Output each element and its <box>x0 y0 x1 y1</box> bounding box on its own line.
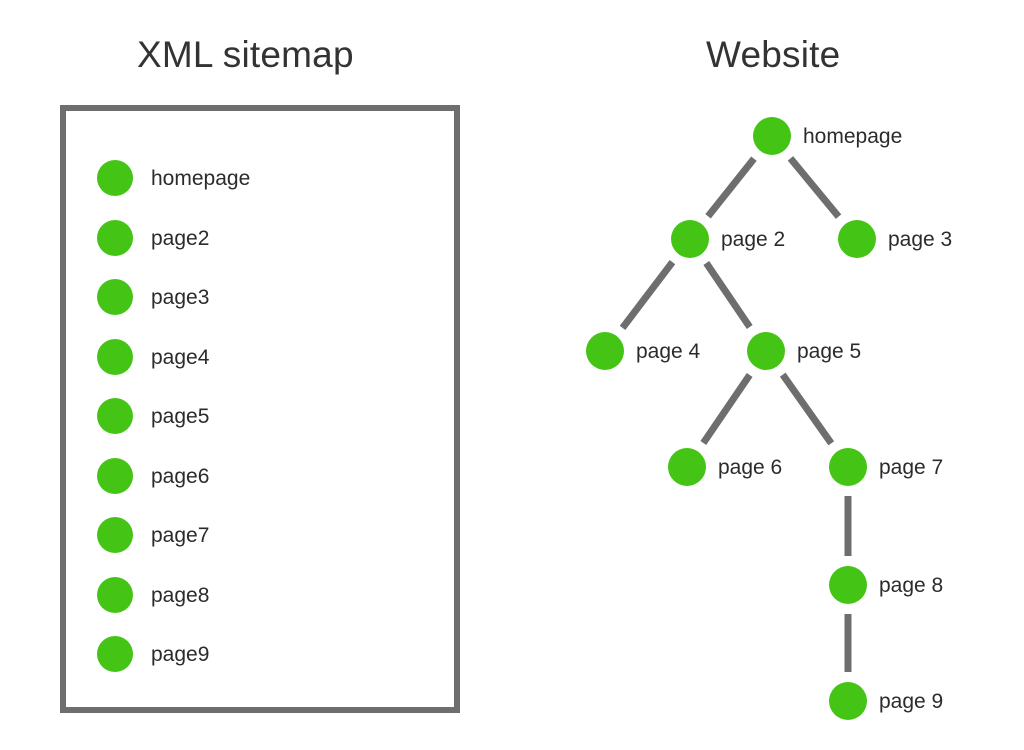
tree-node-label: page 8 <box>879 573 944 597</box>
list-item[interactable]: page7 <box>97 517 209 553</box>
green-dot-icon <box>97 636 133 672</box>
green-dot-icon <box>671 220 709 258</box>
list-item-label: page4 <box>151 345 210 369</box>
list-item-label: page5 <box>151 404 210 428</box>
tree-node-label: page 7 <box>879 455 944 479</box>
tree-node-label: page 9 <box>879 689 944 713</box>
tree-node-homepage[interactable]: homepage <box>753 117 902 155</box>
list-item[interactable]: page3 <box>97 279 209 315</box>
tree-edge-homepage-to-page3 <box>787 156 842 219</box>
list-item-label: page3 <box>151 285 210 309</box>
tree-node-label: page 5 <box>797 339 862 363</box>
list-item-label: page6 <box>151 464 210 488</box>
tree-node-page2[interactable]: page 2 <box>671 220 785 258</box>
list-item[interactable]: page9 <box>97 636 209 672</box>
green-dot-icon <box>829 682 867 720</box>
tree-node-label: page 3 <box>888 227 953 251</box>
green-dot-icon <box>829 448 867 486</box>
tree-node-page9[interactable]: page 9 <box>829 682 943 720</box>
list-item[interactable]: page4 <box>97 339 209 375</box>
green-dot-icon <box>97 339 133 375</box>
green-dot-icon <box>747 332 785 370</box>
green-dot-icon <box>838 220 876 258</box>
green-dot-icon <box>586 332 624 370</box>
list-item-label: homepage <box>151 166 251 190</box>
list-item-label: page2 <box>151 226 210 250</box>
list-item[interactable]: page8 <box>97 577 209 613</box>
tree-edge-homepage-to-page2 <box>705 156 757 219</box>
tree-node-page3[interactable]: page 3 <box>838 220 952 258</box>
green-dot-icon <box>97 577 133 613</box>
green-dot-icon <box>753 117 791 155</box>
tree-node-label: page 2 <box>721 227 786 251</box>
green-dot-icon <box>97 517 133 553</box>
list-item-label: page9 <box>151 642 210 666</box>
green-dot-icon <box>97 279 133 315</box>
website-panel-title: Website <box>706 34 841 75</box>
sitemap-list: homepage page2 page3 page4 page5 page6 page7 pa… <box>60 105 460 713</box>
tree-edge-page5-to-page7 <box>779 372 835 446</box>
green-dot-icon <box>97 220 133 256</box>
tree-node-page7[interactable]: page 7 <box>829 448 943 486</box>
green-dot-icon <box>97 458 133 494</box>
tree-node-page6[interactable]: page 6 <box>668 448 782 486</box>
list-item[interactable]: page6 <box>97 458 209 494</box>
list-item-label: page8 <box>151 583 210 607</box>
list-item-label: page7 <box>151 523 210 547</box>
tree-edge-page2-to-page5 <box>703 261 753 329</box>
sitemap-panel-title: XML sitemap <box>137 34 354 75</box>
tree-edge-page5-to-page6 <box>700 372 753 446</box>
list-item[interactable]: page5 <box>97 398 209 434</box>
tree-node-label: page 6 <box>718 455 783 479</box>
tree-node-label: page 4 <box>636 339 701 363</box>
green-dot-icon <box>668 448 706 486</box>
green-dot-icon <box>97 398 133 434</box>
green-dot-icon <box>97 160 133 196</box>
tree-node-page4[interactable]: page 4 <box>586 332 700 370</box>
tree-node-label: homepage <box>803 124 903 148</box>
tree-node-page5[interactable]: page 5 <box>747 332 861 370</box>
list-item[interactable]: homepage <box>97 160 250 196</box>
tree-edge-page2-to-page4 <box>619 259 676 331</box>
list-item[interactable]: page2 <box>97 220 209 256</box>
green-dot-icon <box>829 566 867 604</box>
tree-node-page8[interactable]: page 8 <box>829 566 943 604</box>
